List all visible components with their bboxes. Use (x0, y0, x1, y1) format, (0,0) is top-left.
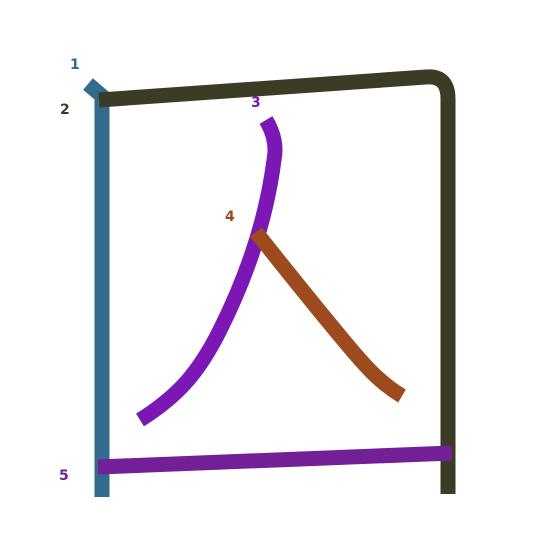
stroke-number-4: 4 (225, 209, 235, 225)
stroke-5 (97, 445, 453, 475)
stroke-4 (250, 227, 406, 403)
stroke-number-5: 5 (59, 468, 69, 484)
stroke-3 (136, 116, 283, 427)
stroke-2 (98, 69, 456, 494)
stroke-1 (83, 78, 110, 497)
stroke-number-1: 1 (70, 57, 80, 73)
stroke-number-3: 3 (251, 95, 261, 111)
stroke-number-2: 2 (60, 102, 70, 118)
